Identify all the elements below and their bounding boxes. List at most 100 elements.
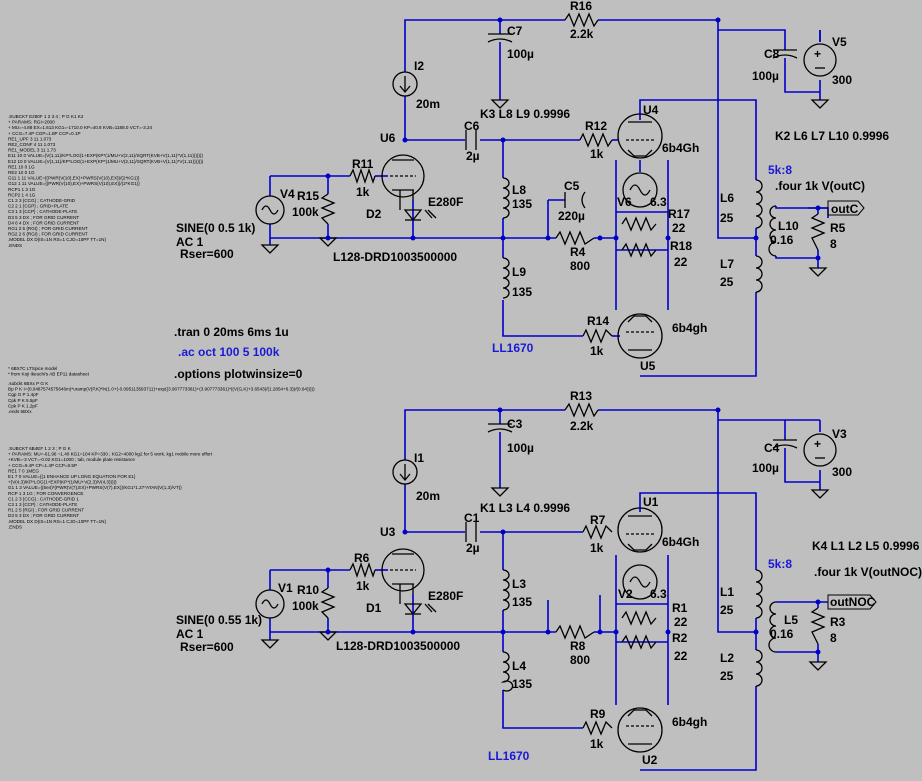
ac-bottom[interactable]: AC 1 [176,627,204,641]
value-v2[interactable]: 6.3 [650,587,667,601]
value-c8[interactable]: 100µ [752,69,779,83]
ratio-bottom[interactable]: 5k:8 [768,557,792,571]
k3-directive[interactable]: K3 L8 L9 0.9996 [480,107,570,121]
label-l4[interactable]: L4 [512,659,526,673]
label-r5[interactable]: R5 [830,221,846,235]
label-d2[interactable]: D2 [366,207,382,221]
value-l4[interactable]: 135 [512,677,532,691]
label-r4[interactable]: R4 [570,245,586,259]
label-r14[interactable]: R14 [587,314,609,328]
label-l8[interactable]: L8 [512,183,526,197]
label-l9[interactable]: L9 [512,265,526,279]
value-r4[interactable]: 800 [570,259,590,273]
label-e280f-bottom[interactable]: E280F [428,589,463,603]
type-u4[interactable]: 6b4Gh [662,141,699,155]
rser-bottom[interactable]: Rser=600 [180,640,234,654]
label-u6[interactable]: U6 [380,131,396,145]
value-l3[interactable]: 135 [512,595,532,609]
label-r9[interactable]: R9 [590,707,606,721]
value-r8[interactable]: 800 [570,653,590,667]
label-r18[interactable]: R18 [670,239,692,253]
ac-top[interactable]: AC 1 [176,235,204,249]
ll1670-bottom[interactable]: LL1670 [488,749,530,763]
value-r16[interactable]: 2.2k [570,27,594,41]
label-r1[interactable]: R1 [672,601,688,615]
value-l6[interactable]: 25 [720,211,734,225]
sine-source-top[interactable]: SINE(0 0.5 1k) [176,221,255,235]
label-u2[interactable]: U2 [642,753,658,767]
label-r6[interactable]: R6 [354,551,370,565]
value-r10[interactable]: 100k [292,599,319,613]
label-r13[interactable]: R13 [570,389,592,403]
value-v5[interactable]: 300 [832,73,852,87]
label-r16[interactable]: R16 [570,0,592,13]
label-r17[interactable]: R17 [668,207,690,221]
value-r5[interactable]: 8 [830,237,837,251]
value-r11[interactable]: 1k [356,185,370,199]
value-i1[interactable]: 20m [416,489,440,503]
value-c4[interactable]: 100µ [752,461,779,475]
value-l1[interactable]: 25 [720,603,734,617]
label-d1[interactable]: D1 [366,601,382,615]
label-v1[interactable]: V1 [278,581,293,595]
label-v6[interactable]: V6 [617,195,632,209]
label-r15[interactable]: R15 [297,189,319,203]
diode-model-top[interactable]: L128-DRD1003500000 [333,250,457,264]
label-c6[interactable]: C6 [464,119,480,133]
value-l5[interactable]: 0.16 [770,627,794,641]
value-v6[interactable]: 6.3 [650,195,667,209]
label-v3[interactable]: V3 [832,427,847,441]
value-r18[interactable]: 22 [674,255,688,269]
label-c8[interactable]: C8 [764,47,780,61]
label-l2[interactable]: L2 [720,651,734,665]
value-i2[interactable]: 20m [416,97,440,111]
label-r11[interactable]: R11 [352,157,374,171]
value-l9[interactable]: 135 [512,285,532,299]
label-l10[interactable]: L10 [778,219,799,233]
value-r2[interactable]: 22 [674,649,688,663]
rser-top[interactable]: Rser=600 [180,247,234,261]
ll1670-top[interactable]: LL1670 [492,341,534,355]
k4-directive[interactable]: K4 L1 L2 L5 0.9996 [812,539,920,553]
label-i1[interactable]: I1 [414,451,424,465]
label-v5[interactable]: V5 [832,35,847,49]
diode-model-bottom[interactable]: L128-DRD1003500000 [336,639,460,653]
label-c3[interactable]: C3 [507,417,523,431]
options-directive[interactable]: .options plotwinsize=0 [174,367,303,381]
label-i2[interactable]: I2 [414,59,424,73]
label-l3[interactable]: L3 [512,577,526,591]
label-l5[interactable]: L5 [784,613,798,627]
label-r2[interactable]: R2 [672,631,688,645]
value-l2[interactable]: 25 [720,669,734,683]
value-v3[interactable]: 300 [832,465,852,479]
value-c7[interactable]: 100µ [507,47,534,61]
net-label-outc[interactable]: outC [831,202,859,216]
label-v2[interactable]: V2 [618,587,633,601]
label-u1[interactable]: U1 [643,495,659,509]
label-c5[interactable]: C5 [564,179,580,193]
value-r1[interactable]: 22 [674,615,688,629]
label-r8[interactable]: R8 [570,639,586,653]
tran-directive[interactable]: .tran 0 20ms 6ms 1u [174,325,289,339]
label-e280f-top[interactable]: E280F [428,195,463,209]
value-r14[interactable]: 1k [590,344,604,358]
k1-directive[interactable]: K1 L3 L4 0.9996 [480,501,570,515]
four-directive-bottom[interactable]: .four 1k V(outNOC) [814,565,922,579]
label-l1[interactable]: L1 [720,585,734,599]
value-c3[interactable]: 100µ [507,441,534,455]
value-r12[interactable]: 1k [590,147,604,161]
value-r9[interactable]: 1k [590,737,604,751]
value-l10[interactable]: 0.16 [770,233,794,247]
label-l7[interactable]: L7 [720,257,734,271]
four-directive-top[interactable]: .four 1k V(outC) [775,179,865,193]
label-l6[interactable]: L6 [720,191,734,205]
label-r7[interactable]: R7 [590,513,606,527]
type-u5[interactable]: 6b4gh [672,321,707,335]
label-c7[interactable]: C7 [507,24,523,38]
ac-oct-directive[interactable]: .ac oct 100 5 100k [178,345,280,359]
sine-source-bottom[interactable]: SINE(0 0.55 1k) [176,613,262,627]
label-u4[interactable]: U4 [643,103,659,117]
label-u3[interactable]: U3 [380,525,396,539]
value-c6[interactable]: 2µ [466,149,480,163]
